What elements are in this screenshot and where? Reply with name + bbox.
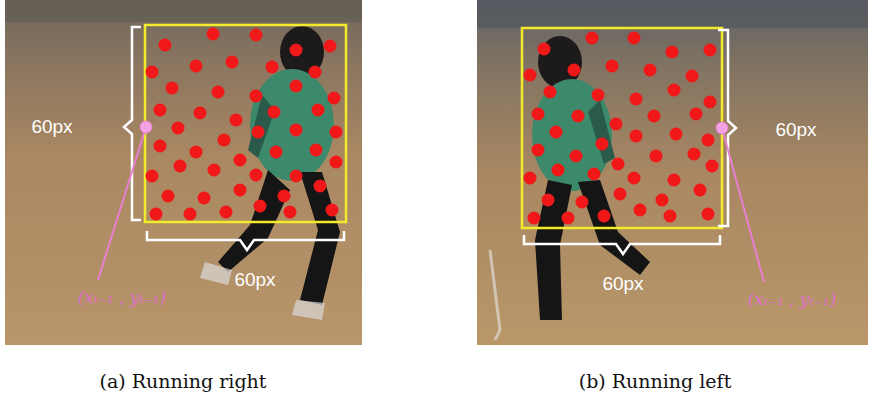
photo-running-left xyxy=(477,0,868,345)
reference-point xyxy=(140,121,152,133)
sample-points xyxy=(146,28,343,221)
wall-band xyxy=(477,0,868,28)
photo-running-right xyxy=(5,0,362,345)
dimension-label: 60px xyxy=(31,117,72,138)
wall-band xyxy=(5,0,362,22)
subfigure-caption: (b) Running left xyxy=(579,371,732,392)
label-slot: 60px xyxy=(602,274,643,295)
dimension-label: 60px xyxy=(602,274,643,295)
label-slot: (a) Running right xyxy=(100,371,267,392)
runner-leg xyxy=(300,172,340,305)
subfigure-caption: (a) Running right xyxy=(100,371,267,392)
dimension-bracket xyxy=(147,231,344,250)
dimension-bracket xyxy=(524,235,720,254)
sample-points xyxy=(524,32,719,225)
dimension-label: 60px xyxy=(775,120,816,141)
label-slot: (b) Running left xyxy=(579,371,732,392)
label-slot: 60px xyxy=(775,120,816,141)
photo-ground xyxy=(477,0,868,345)
runner-shoe xyxy=(200,262,232,285)
leader-line xyxy=(722,128,764,282)
tracking-box xyxy=(145,25,346,222)
runner-leg xyxy=(535,180,572,320)
label-slot: (xₜ₋₁ , yₜ₋₁) xyxy=(78,288,167,307)
coordinate-label: (xₜ₋₁ , yₜ₋₁) xyxy=(78,288,167,307)
runner-arm xyxy=(588,100,615,164)
label-slot: (xₜ₋₁ , yₜ₋₁) xyxy=(748,290,837,309)
tracking-box xyxy=(522,28,722,228)
label-slot: 60px xyxy=(234,270,275,291)
label-slot: 60px xyxy=(31,117,72,138)
dimension-label: 60px xyxy=(234,270,275,291)
coordinate-label: (xₜ₋₁ , yₜ₋₁) xyxy=(748,290,837,309)
photo-ground xyxy=(5,0,362,345)
reference-point xyxy=(716,122,728,134)
leader-line xyxy=(98,127,146,280)
court-line xyxy=(490,250,500,340)
runner-shoe xyxy=(292,300,325,320)
